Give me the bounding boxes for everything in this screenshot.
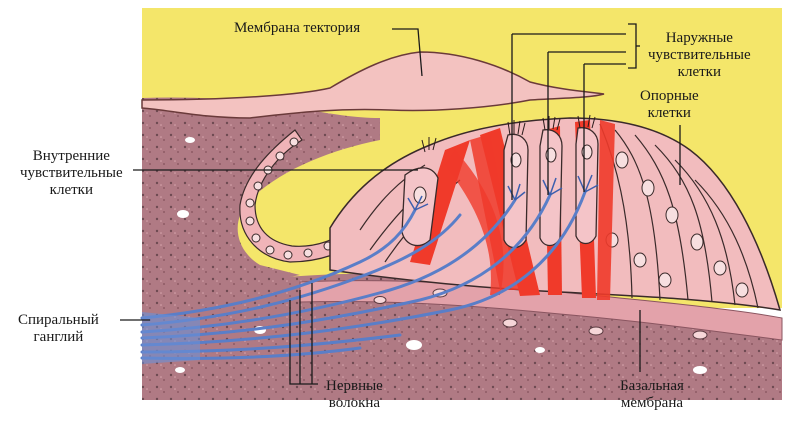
spiral-ganglion-line-1: Спиральный xyxy=(18,312,99,328)
inner-sulcus-nuclei xyxy=(245,137,351,260)
inner-hair-cells-line-3: клетки xyxy=(49,182,93,198)
nerve-fibers-line-2: волокна xyxy=(328,395,381,411)
supporting-cells-line-2: клетки xyxy=(647,105,691,121)
nerve-fibers-label: Нервные волокна xyxy=(326,378,383,412)
outer-hair-cells-line-1: Наружные xyxy=(665,30,733,46)
spiral-limbus xyxy=(142,97,380,301)
tectorial-membrane xyxy=(141,51,605,119)
basilar-membrane-label: Базальная мембрана xyxy=(620,378,684,412)
spiral-ganglion-label: Спиральный ганглий xyxy=(18,312,99,346)
tectorial-membrane-text: Мембрана тектория xyxy=(234,20,361,36)
spiral-ganglion-bundle xyxy=(142,312,200,364)
leader-lines xyxy=(120,23,681,385)
spiral-ganglion-line-2: ганглий xyxy=(33,329,84,345)
supporting-cell-nuclei xyxy=(605,151,749,298)
supporting-cells-label: Опорные клетки xyxy=(640,88,699,122)
outer-hair-cells xyxy=(503,127,599,249)
nerve-fibres-blue xyxy=(140,190,587,360)
outer-hair-cells-line-3: клетки xyxy=(677,64,721,80)
outer-hair-cells-line-2: чувствительные xyxy=(648,47,751,63)
basilar-membrane-line-1: Базальная xyxy=(620,378,684,394)
nerve-fibers-line-1: Нервные xyxy=(326,378,383,394)
basilar-membrane-line-2: мембрана xyxy=(620,395,684,411)
inner-hair-cells-line-1: Внутренние xyxy=(32,148,110,164)
supporting-cells-line-1: Опорные xyxy=(640,88,699,104)
inner-hair-cell-nucleus xyxy=(413,186,427,204)
outer-hair-cells-label: Наружные чувствительные клетки xyxy=(648,30,751,81)
basilar-cell-nuclei xyxy=(373,288,708,340)
inner-hair-cells-label: Внутренние чувствительные клетки xyxy=(20,148,123,199)
inner-hair-cell xyxy=(401,167,439,247)
tectorial-membrane-label: Мембрана тектория xyxy=(234,20,360,37)
inner-hair-cells-line-2: чувствительные xyxy=(20,165,123,181)
